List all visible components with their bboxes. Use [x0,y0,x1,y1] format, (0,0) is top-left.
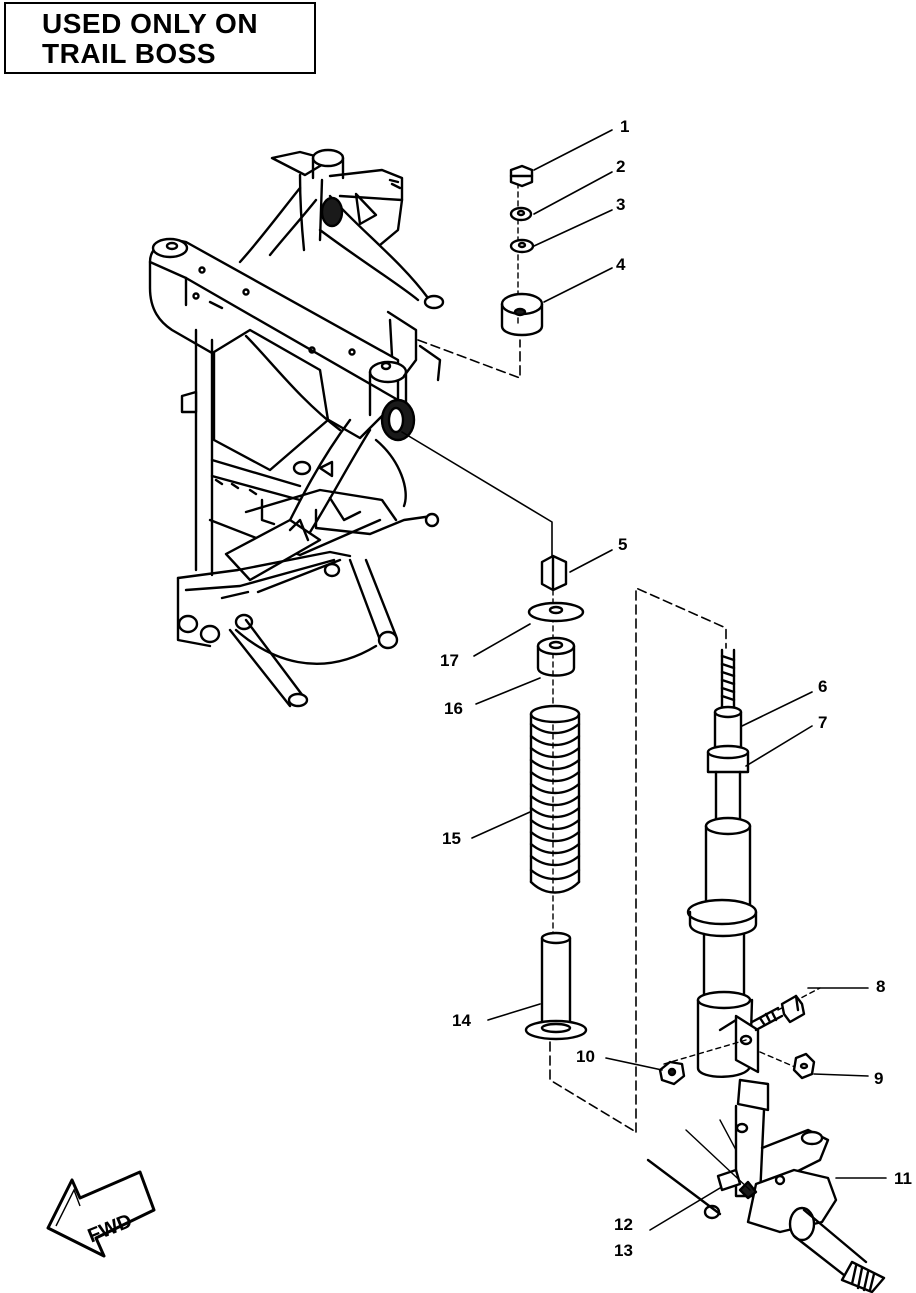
callout-9: 9 [874,1069,883,1088]
callout-11: 11 [894,1169,912,1188]
callout-13: 13 [614,1241,633,1260]
callout-16: 16 [444,699,463,718]
callout-12: 12 [614,1215,633,1234]
callout-4: 4 [616,255,626,274]
callout-leaders [471,129,887,1231]
assembly-leader-upper [417,339,521,379]
callout-1: 1 [620,117,629,136]
assembly-leader-middle [401,431,553,557]
model-note-line-1: USED ONLY ON [42,8,259,39]
model-note-line-2: TRAIL BOSS [42,38,217,69]
chassis-frame [148,148,445,708]
callout-14: 14 [452,1011,471,1030]
spring-stack [524,554,588,1041]
callout-7: 7 [818,713,827,732]
upper-hardware-stack [500,164,544,337]
callout-10: 10 [576,1047,595,1066]
assembly-leader-lower [549,1041,637,1133]
clevis-hardware [658,987,821,1086]
callout-numbers: 1 2 3 4 5 6 7 8 9 10 11 12 13 14 15 16 1… [440,117,912,1260]
fwd-arrow-icon: FWD [46,1170,156,1258]
callout-8: 8 [876,977,885,996]
callout-5: 5 [618,535,627,554]
steering-spindle [646,1078,886,1293]
callout-6: 6 [818,677,827,696]
callout-17: 17 [440,651,459,670]
callout-3: 3 [616,195,625,214]
strut-assembly [686,648,760,1078]
model-note-box: USED ONLY ON TRAIL BOSS [4,2,316,74]
callout-2: 2 [616,157,625,176]
callout-15: 15 [442,829,461,848]
strut-leader [635,587,727,1133]
